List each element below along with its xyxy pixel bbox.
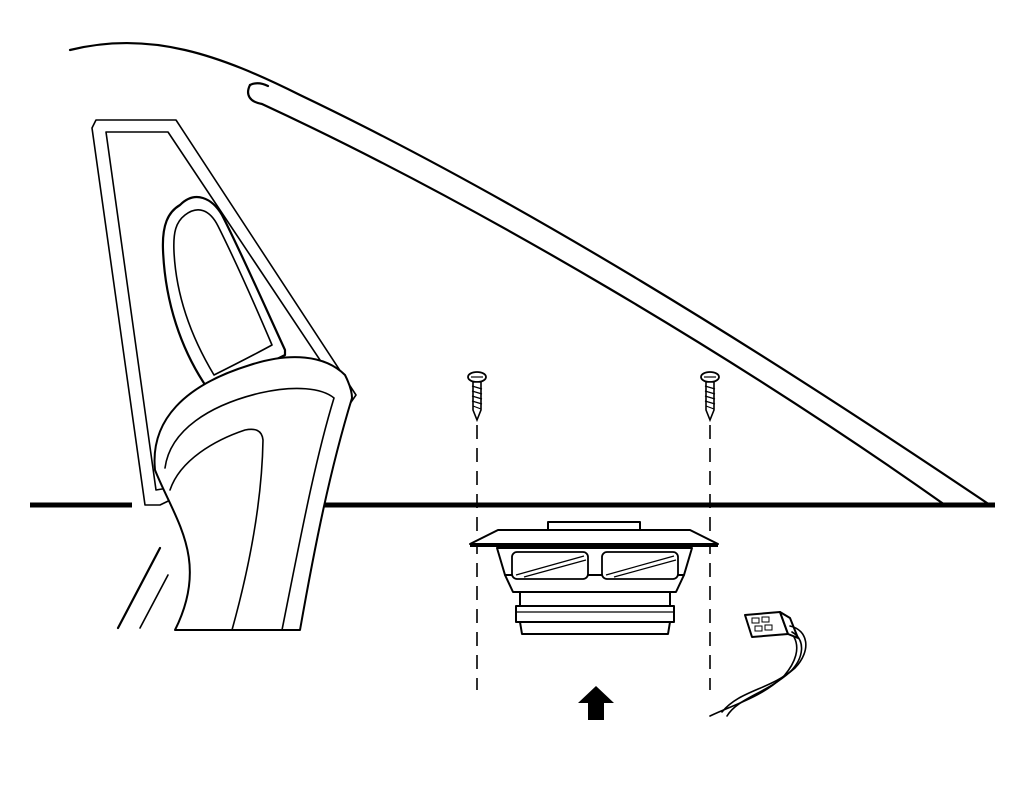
seat-back xyxy=(91,119,357,631)
mounting-screw-left xyxy=(467,371,487,423)
speaker xyxy=(469,521,719,635)
alignment-lines xyxy=(476,425,711,690)
mounting-screw-right xyxy=(700,371,720,423)
electrical-connector xyxy=(709,611,807,717)
rear-quarter-window xyxy=(68,41,992,507)
arrow-up-icon xyxy=(578,686,614,720)
